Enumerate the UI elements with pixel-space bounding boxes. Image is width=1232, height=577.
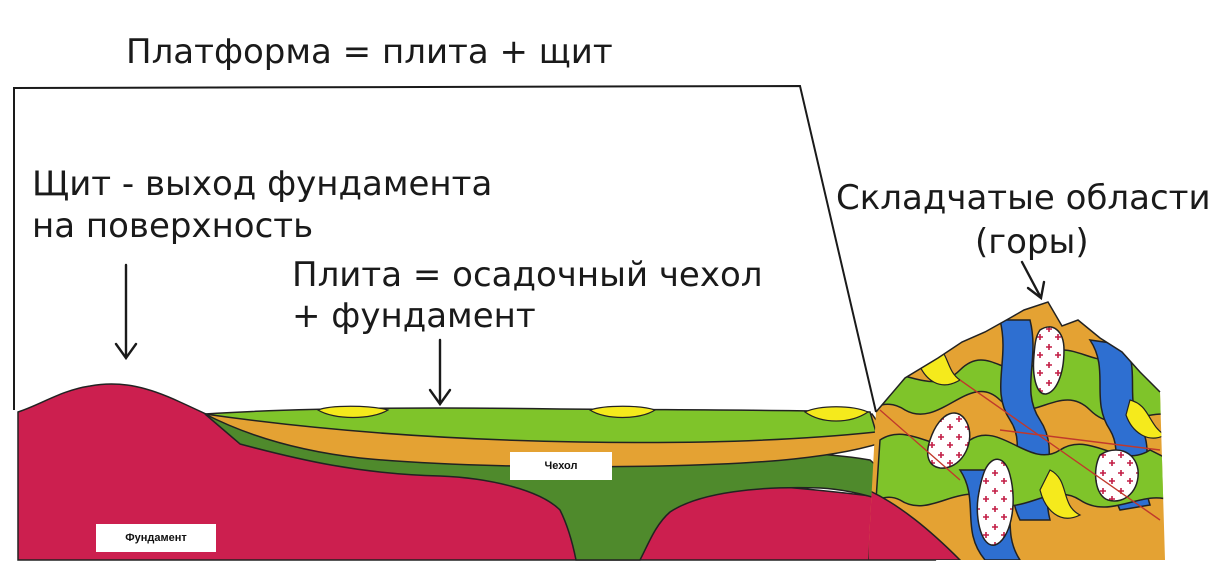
fold-mountains: [868, 302, 1165, 560]
arrow-icon: [1020, 260, 1046, 301]
basement-tag: Фундамент: [96, 524, 216, 552]
diagram-title: Платформа = плита + щит: [126, 32, 613, 72]
cover-tag: Чехол: [510, 452, 612, 480]
shield-label-line2: на поверхность: [32, 206, 314, 246]
arrow-icon: [428, 338, 452, 407]
fold-label-line2: (горы): [975, 222, 1089, 262]
yellow-lens: [588, 405, 657, 419]
shield-label-line1: Щит - выход фундамента: [32, 164, 493, 204]
yellow-lens: [803, 406, 870, 422]
plate-label-line1: Плита = осадочный чехол: [292, 255, 763, 295]
arrow-icon: [114, 263, 138, 361]
plate-label-line2: + фундамент: [292, 296, 536, 336]
fold-outline: [875, 301, 1161, 413]
fold-label-line1: Складчатые области: [836, 178, 1211, 218]
yellow-lens: [316, 405, 390, 419]
platform-frame: [13, 84, 877, 413]
